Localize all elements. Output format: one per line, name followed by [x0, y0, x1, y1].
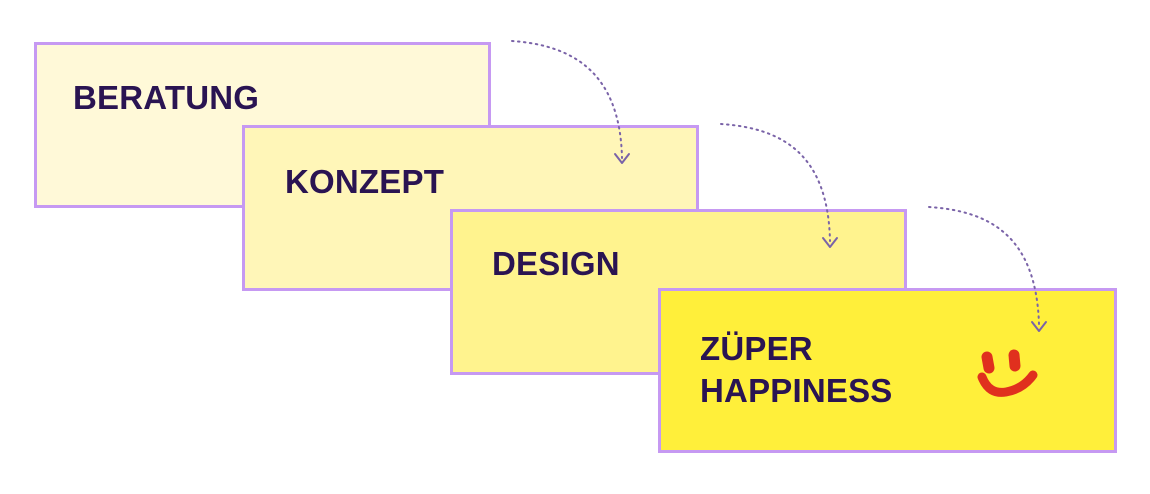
step-card-zueper-happiness: ZÜPER HAPPINESS: [658, 288, 1117, 453]
step-label-konzept: KONZEPT: [285, 163, 445, 200]
step-label-design: DESIGN: [492, 245, 620, 282]
step-label-beratung: BERATUNG: [73, 79, 260, 116]
smiley-left-eye: [981, 351, 995, 374]
step-label-zueper-happiness: ZÜPER HAPPINESS: [700, 330, 893, 409]
smiley-right-eye: [1008, 349, 1021, 372]
smiley-face-icon: [977, 349, 1038, 397]
smiley-mouth: [977, 370, 1038, 397]
